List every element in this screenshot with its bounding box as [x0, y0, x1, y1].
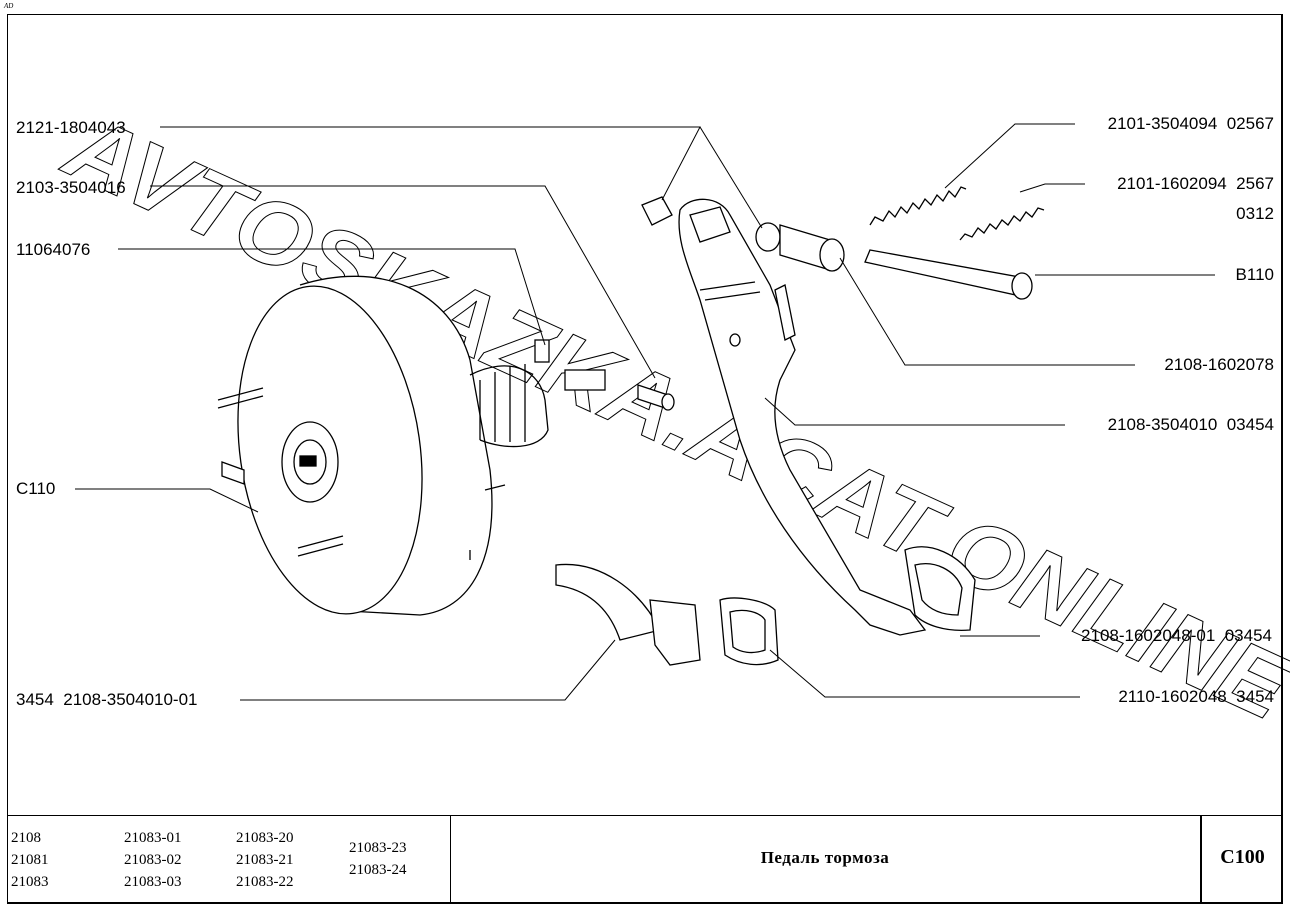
- callout-11064076: 11064076: [16, 240, 91, 259]
- callout-2103-3504016: 2103-3504016: [16, 178, 126, 197]
- callout-c110: C110: [16, 479, 56, 498]
- brake-booster: [217, 275, 675, 616]
- callout-b110: B110: [1235, 265, 1274, 284]
- pedal-pad-bracket: [649, 599, 701, 666]
- model-col-1: 2108 21081 21083: [11, 827, 49, 893]
- pedal-pad-rubber: [719, 597, 779, 666]
- model: 21083: [11, 874, 49, 890]
- return-spring: [869, 186, 967, 226]
- diagram-code: C100: [1220, 846, 1265, 868]
- pedal-pad-right: [904, 546, 976, 631]
- model: 21083-01: [124, 830, 182, 846]
- model: 21083-02: [124, 852, 182, 868]
- model: 2108: [11, 830, 41, 846]
- model-col-2: 21083-01 21083-02 21083-03: [124, 827, 182, 893]
- pivot-parts: [641, 196, 1033, 300]
- leader-lines: [75, 123, 1215, 701]
- pedal-pad-left: [555, 563, 661, 641]
- diagram-title: Педаль тормоза: [760, 848, 890, 867]
- divider: [1200, 816, 1202, 902]
- callout-2108-1602078: 2108-1602078: [1164, 355, 1274, 374]
- brake-pedal-arm: [678, 198, 927, 636]
- callout-0312: 0312: [1236, 204, 1274, 223]
- model-col-3: 21083-20 21083-21 21083-22: [236, 827, 294, 893]
- callout-2108-3504010: 2108-3504010 03454: [1107, 415, 1274, 434]
- callout-2108-3504010-01: 3454 2108-3504010-01: [16, 690, 198, 709]
- callout-2101-1602094: 2101-1602094 2567: [1117, 174, 1274, 193]
- model: 21083-22: [236, 874, 294, 890]
- model-col-4: 21083-23 21083-24: [349, 837, 407, 881]
- callout-2101-3504094: 2101-3504094 02567: [1107, 114, 1274, 133]
- model: 21083-03: [124, 874, 182, 890]
- callout-2121-1804043: 2121-1804043: [16, 118, 126, 137]
- model: 21083-23: [349, 840, 407, 856]
- switch-spring: [959, 207, 1045, 241]
- model: 21083-24: [349, 862, 407, 878]
- corner-mark: AD: [4, 2, 14, 10]
- callout-2110-1602048: 2110-1602048 3454: [1118, 687, 1274, 706]
- model: 21083-20: [236, 830, 294, 846]
- model: 21081: [11, 852, 49, 868]
- model: 21083-21: [236, 852, 294, 868]
- callout-2108-1602048-01: 2108-1602048-01 03454: [1081, 626, 1272, 645]
- divider: [450, 816, 451, 902]
